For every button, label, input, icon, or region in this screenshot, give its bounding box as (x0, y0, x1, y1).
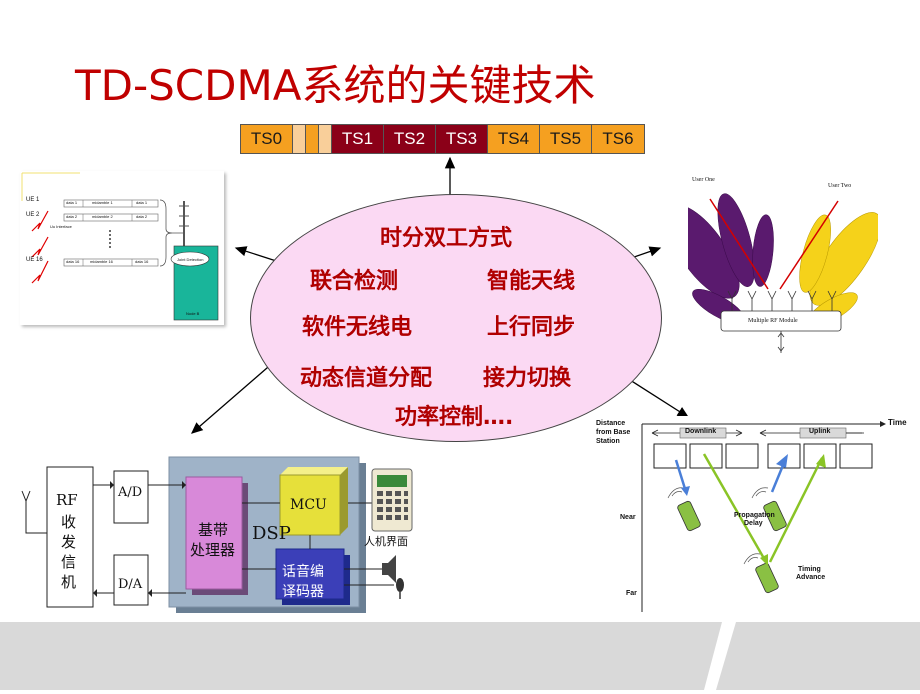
label-ad: A/D (118, 485, 143, 500)
timeslot-ts1: TS1 (332, 125, 384, 153)
label-rf-char2: 发 (61, 533, 77, 551)
timeslot-ts6: TS6 (592, 125, 644, 153)
smart-antenna-figure: User One User Two Multiple RF Module (666, 171, 882, 359)
label-uu-interface: Uu Interface (50, 224, 72, 229)
row2-data-a: data 2 (66, 214, 78, 219)
label-time: Time (888, 418, 907, 427)
label-baseband-1: 基带 (198, 521, 229, 539)
label-downlink: Downlink (685, 428, 717, 435)
joint-detection-figure: UE 1 UE 2 UE 16 Uu Interface data 1 mida… (20, 171, 224, 325)
label-rf: RF (56, 491, 78, 509)
label-dsp: DSP (252, 523, 291, 544)
label-ue16: UE 16 (26, 257, 43, 263)
page-title: TD-SCDMA系统的关键技术 (75, 61, 596, 110)
row1-data-b: data 1 (136, 200, 148, 205)
tech-baton-handover: 接力切换 (483, 366, 572, 391)
uplink-sync-diagram (641, 421, 886, 612)
label-ue1: UE 1 (26, 197, 40, 203)
phone-near (677, 500, 701, 532)
label-rf-char4: 机 (61, 573, 77, 591)
tech-smart-antenna: 智能天线 (487, 269, 576, 294)
tech-uplink-sync: 上行同步 (487, 315, 576, 340)
row16-midamble: midamble 16 (90, 259, 113, 264)
timeslot-ts2: TS2 (384, 125, 436, 153)
row2-midamble: midamble 2 (92, 214, 113, 219)
label-user-two: User Two (828, 183, 852, 189)
uplink-sync-figure: Time Distance from Base Station Downlink… (592, 416, 914, 614)
label-mcu: MCU (290, 497, 327, 513)
row16-data-b: data 16 (135, 259, 149, 264)
label-rf-char1: 收 (61, 513, 77, 531)
label-distance-2: from Base (596, 429, 631, 436)
label-ue2: UE 2 (26, 212, 40, 218)
row2-data-b: data 2 (136, 214, 148, 219)
label-codec-1: 话音编 (282, 564, 324, 580)
timeslot-gap (293, 125, 306, 153)
row16-data-a: data 16 (66, 259, 80, 264)
timeslot-ts0: TS0 (241, 125, 293, 153)
joint-detection-diagram (21, 172, 219, 321)
timeslot-ts5: TS5 (540, 125, 592, 153)
tech-dca: 动态信道分配 (300, 366, 433, 391)
label-node-b: Node B (186, 311, 200, 316)
software-radio-diagram (21, 456, 413, 613)
footer-band (0, 622, 920, 690)
label-codec-2: 译码器 (282, 584, 324, 600)
software-radio-figure: RF 收 发 信 机 A/D D/A 基带 处理器 DSP MCU 话音编 译码… (12, 445, 427, 615)
tech-joint-detection: 联合检测 (310, 269, 399, 294)
label-distance-1: Distance (596, 420, 626, 427)
label-da: D/A (118, 577, 143, 592)
key-tech-ellipse (250, 194, 662, 442)
row1-midamble: midamble 1 (92, 200, 113, 205)
label-hmi: 人机界面 (364, 535, 408, 548)
label-prop-delay-2: Delay (744, 520, 763, 527)
smart-antenna-diagram (666, 193, 882, 353)
label-uplink: Uplink (809, 428, 831, 435)
timeslot-gap (306, 125, 319, 153)
label-joint-detection: Joint Detection (177, 257, 204, 262)
tech-power-control: 功率控制…. (395, 405, 514, 430)
footer-swoosh (704, 622, 736, 690)
label-timing-adv-2: Advance (796, 574, 826, 581)
tech-tdd: 时分双工方式 (380, 226, 513, 251)
label-far: Far (626, 590, 637, 597)
label-baseband-2: 处理器 (190, 541, 236, 559)
row1-data-a: data 1 (66, 200, 78, 205)
label-rf-module: Multiple RF Module (748, 318, 798, 324)
label-rf-char3: 信 (61, 553, 77, 571)
tech-software-radio: 软件无线电 (302, 315, 413, 340)
timeslot-ts4: TS4 (488, 125, 540, 153)
label-timing-adv-1: Timing (798, 566, 821, 573)
label-near: Near (620, 514, 636, 521)
timeslot-gap (319, 125, 332, 153)
label-prop-delay-1: Propagation (734, 512, 775, 519)
label-distance-3: Station (596, 438, 620, 445)
timeslot-ts3: TS3 (436, 125, 488, 153)
label-user-one: User One (692, 177, 715, 183)
